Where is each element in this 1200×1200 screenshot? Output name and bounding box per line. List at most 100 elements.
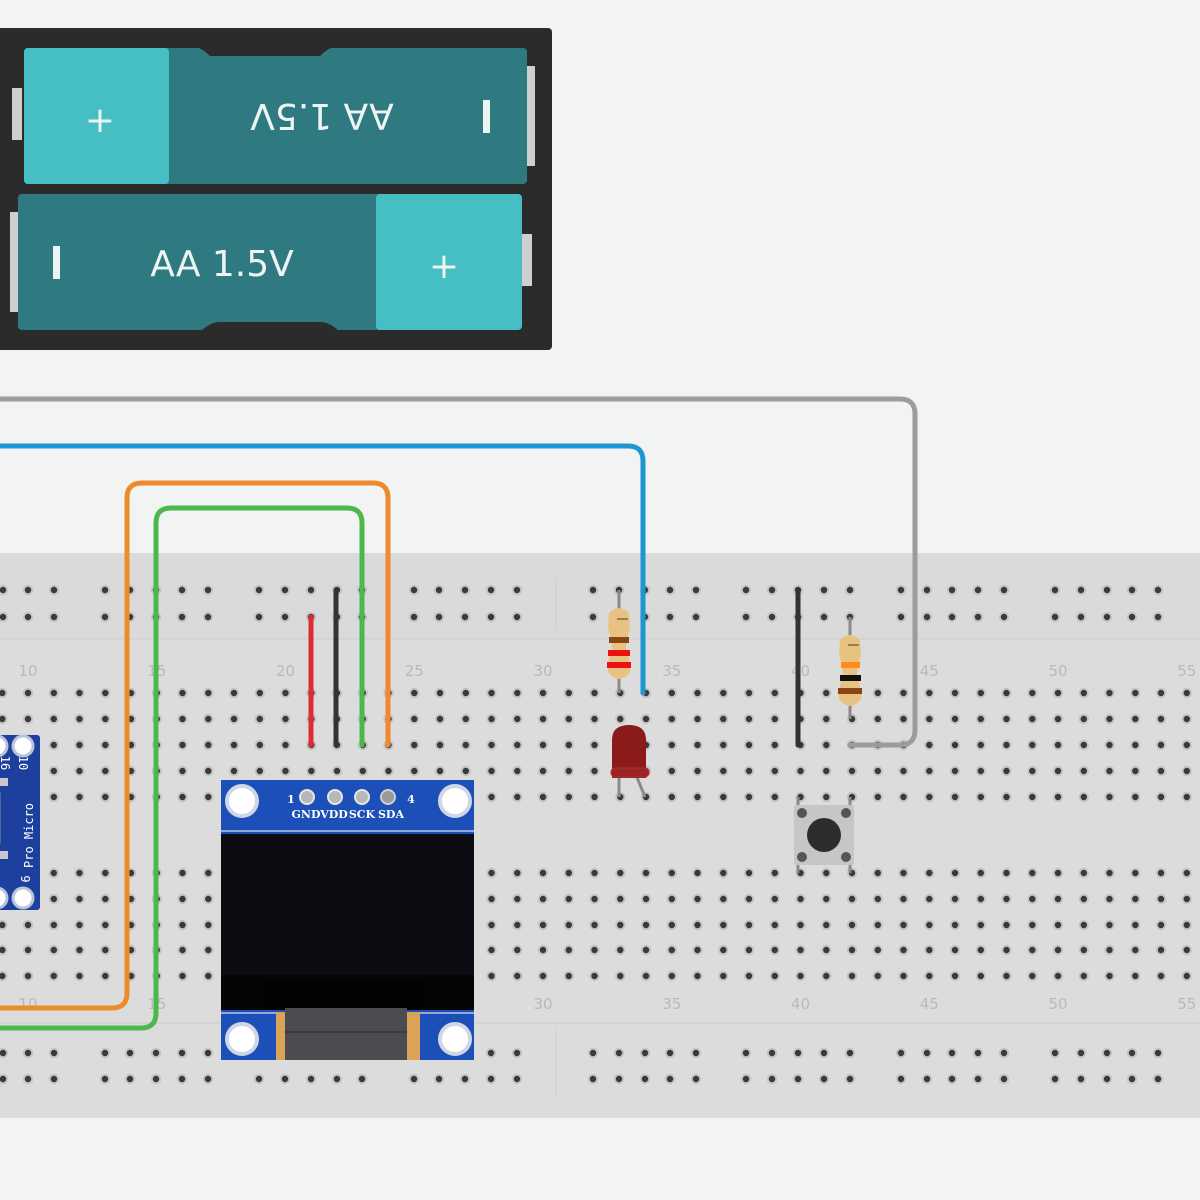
breadboard-hole[interactable] [537,867,549,879]
breadboard-hole[interactable] [99,611,111,623]
breadboard-hole[interactable] [254,739,265,751]
breadboard-hole[interactable] [280,687,291,699]
breadboard-hole[interactable] [511,611,523,623]
breadboard-hole[interactable] [844,584,856,596]
breadboard-hole[interactable] [975,687,986,699]
blue-wire[interactable] [0,443,646,696]
breadboard-hole[interactable] [769,739,780,751]
breadboard-hole[interactable] [99,1073,111,1085]
breadboard-hole[interactable] [949,765,961,777]
breadboard-hole[interactable] [100,970,111,982]
breadboard-hole[interactable] [203,687,214,699]
header-pin-sda[interactable] [380,789,396,805]
breadboard-hole[interactable] [408,584,420,596]
breadboard-hole[interactable] [766,584,778,596]
breadboard-hole[interactable] [743,713,755,725]
breadboard-hole[interactable] [666,791,677,803]
breadboard-hole[interactable] [898,944,909,956]
breadboard-hole[interactable] [1181,893,1193,905]
breadboard-hole[interactable] [666,893,677,905]
breadboard-hole[interactable] [587,584,599,596]
breadboard-hole[interactable] [1052,687,1064,699]
breadboard-hole[interactable] [306,765,317,777]
breadboard-hole[interactable] [743,687,755,699]
breadboard-hole[interactable] [1027,739,1038,751]
breadboard-hole[interactable] [821,893,832,905]
breadboard-hole[interactable] [1130,791,1141,803]
breadboard-hole[interactable] [664,611,676,623]
breadboard-hole[interactable] [485,1047,497,1059]
breadboard-hole[interactable] [1027,765,1038,777]
breadboard-hole[interactable] [615,867,626,879]
breadboard-hole[interactable] [228,713,240,725]
breadboard-hole[interactable] [718,919,729,931]
breadboard-hole[interactable] [821,791,832,803]
breadboard-hole[interactable] [563,867,574,879]
breadboard-hole[interactable] [692,867,703,879]
breadboard-hole[interactable] [512,765,523,777]
breadboard-hole[interactable] [537,687,549,699]
breadboard-hole[interactable] [949,713,961,725]
breadboard-hole[interactable] [0,919,8,931]
breadboard-hole[interactable] [924,713,935,725]
breadboard-hole[interactable] [924,687,935,699]
breadboard-hole[interactable] [485,611,497,623]
breadboard-hole[interactable] [253,611,265,623]
breadboard-hole[interactable] [203,765,214,777]
breadboard-hole[interactable] [718,791,729,803]
pro-micro-board[interactable]: Pro Micro 10 16 9 [0,734,40,910]
breadboard-hole[interactable] [898,893,909,905]
breadboard-hole[interactable] [769,893,780,905]
breadboard-hole[interactable] [666,944,677,956]
breadboard-hole[interactable] [640,867,652,879]
breadboard-hole[interactable] [0,584,9,596]
breadboard-hole[interactable] [434,739,446,751]
breadboard-hole[interactable] [1078,739,1090,751]
breadboard-hole[interactable] [615,919,626,931]
led[interactable] [610,725,650,798]
breadboard-hole[interactable] [0,1073,9,1085]
breadboard-hole[interactable] [1130,765,1141,777]
breadboard-hole[interactable] [1104,739,1115,751]
breadboard-hole[interactable] [872,919,883,931]
breadboard-hole[interactable] [124,1073,136,1085]
breadboard-hole[interactable] [22,713,34,725]
breadboard-hole[interactable] [1130,713,1141,725]
breadboard-hole[interactable] [459,611,471,623]
orange-wire[interactable] [0,480,391,1011]
breadboard-hole[interactable] [537,970,549,982]
breadboard-hole[interactable] [74,867,85,879]
breadboard-hole[interactable] [1181,867,1193,879]
breadboard-hole[interactable] [872,970,883,982]
breadboard-hole[interactable] [769,765,780,777]
breadboard-hole[interactable] [22,687,34,699]
breadboard-hole[interactable] [898,867,909,879]
breadboard-hole[interactable] [203,739,214,751]
breadboard-hole[interactable] [409,765,420,777]
breadboard-hole[interactable] [1130,687,1141,699]
breadboard-hole[interactable] [253,584,265,596]
breadboard-hole[interactable] [1130,893,1141,905]
breadboard-hole[interactable] [924,893,935,905]
breadboard-hole[interactable] [1126,1073,1138,1085]
breadboard-hole[interactable] [821,867,832,879]
breadboard-hole[interactable] [202,1073,214,1085]
breadboard-hole[interactable] [1049,611,1061,623]
breadboard-hole[interactable] [692,791,703,803]
breadboard-hole[interactable] [280,765,291,777]
breadboard-hole[interactable] [1078,713,1090,725]
breadboard-hole[interactable] [949,739,961,751]
breadboard-hole[interactable] [1152,611,1164,623]
breadboard-hole[interactable] [640,919,652,931]
breadboard-hole[interactable] [459,584,471,596]
breadboard-hole[interactable] [22,584,34,596]
breadboard-hole[interactable] [924,944,935,956]
breadboard-hole[interactable] [99,1047,111,1059]
breadboard-hole[interactable] [872,944,883,956]
breadboard-hole[interactable] [1078,893,1090,905]
breadboard-hole[interactable] [921,584,933,596]
breadboard-hole[interactable] [1052,919,1064,931]
breadboard-hole[interactable] [1104,791,1115,803]
breadboard-hole[interactable] [846,919,858,931]
